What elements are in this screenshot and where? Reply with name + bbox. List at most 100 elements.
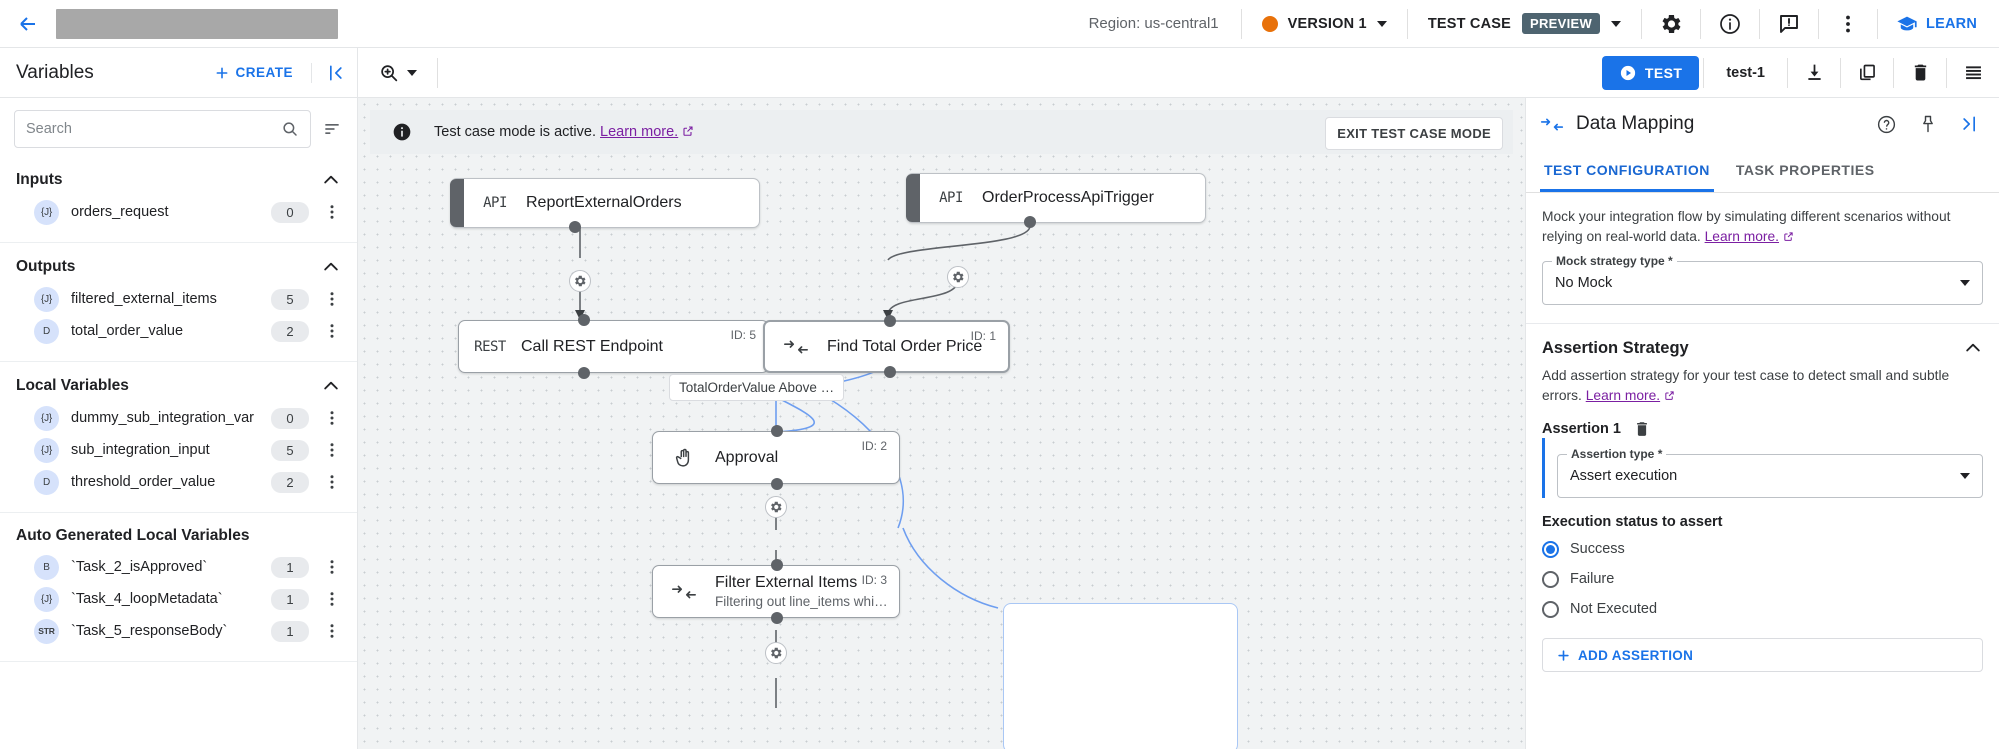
radio-success[interactable]: Success	[1542, 534, 1983, 564]
node-output-port[interactable]	[771, 612, 783, 624]
version-selector[interactable]: VERSION 1	[1242, 15, 1407, 32]
chevron-up-icon[interactable]	[321, 257, 341, 277]
edge-config-button[interactable]	[947, 266, 969, 288]
info-button[interactable]	[1701, 0, 1759, 48]
node-body: Find Total Order Price	[827, 338, 1008, 356]
section-header[interactable]: Outputs	[0, 243, 357, 283]
chevron-up-icon[interactable]	[321, 376, 341, 396]
node-input-port[interactable]	[771, 559, 783, 571]
node-call-rest-endpoint[interactable]: REST Call REST Endpoint ID: 5	[458, 314, 769, 379]
settings-button[interactable]	[1642, 0, 1700, 48]
node-report-external-orders[interactable]: API ReportExternalOrders	[450, 178, 760, 233]
mock-strategy-select[interactable]: Mock strategy type * No Mock	[1542, 254, 1983, 305]
node-approval[interactable]: Approval ID: 2	[652, 425, 900, 490]
radio-failure[interactable]: Failure	[1542, 564, 1983, 594]
row-menu-button[interactable]	[321, 322, 343, 340]
node-output-port[interactable]	[884, 366, 896, 378]
back-button[interactable]	[0, 12, 56, 36]
row-menu-button[interactable]	[321, 441, 343, 459]
row-menu-button[interactable]	[321, 590, 343, 608]
list-item[interactable]: {J} dummy_sub_integration_var 0	[0, 402, 357, 434]
duplicate-button[interactable]	[1841, 62, 1893, 83]
node-filter-external-items[interactable]: Filter External Items Filtering out line…	[652, 559, 900, 624]
copy-icon	[1859, 64, 1875, 81]
section-header[interactable]: Local Variables	[0, 362, 357, 402]
top-header: Region: us-central1 VERSION 1 TEST CASE …	[0, 0, 1999, 48]
expand-panel-button[interactable]	[1955, 114, 1985, 134]
edge-config-button[interactable]	[765, 496, 787, 518]
list-item[interactable]: D total_order_value 2	[0, 315, 357, 347]
search-input[interactable]	[26, 121, 273, 137]
more-vert-icon	[330, 324, 334, 338]
create-variable-button[interactable]: CREATE	[214, 65, 301, 81]
list-item[interactable]: D threshold_order_value 2	[0, 466, 357, 498]
list-item[interactable]: {J} orders_request 0	[0, 196, 357, 228]
divider	[1840, 57, 1841, 88]
integration-canvas[interactable]: Test case mode is active. Learn more. EX…	[358, 98, 1525, 749]
node-find-total-order-price[interactable]: Find Total Order Price ID: 1	[763, 315, 1010, 378]
radio-not-executed[interactable]: Not Executed	[1542, 594, 1983, 624]
search-box[interactable]	[14, 110, 311, 148]
test-logs-button[interactable]	[1947, 62, 1999, 83]
divider	[1893, 57, 1894, 88]
tab-task-properties[interactable]: TASK PROPERTIES	[1735, 162, 1875, 178]
feedback-button[interactable]	[1760, 0, 1818, 48]
edge-config-button[interactable]	[569, 270, 591, 292]
list-item[interactable]: {J} filtered_external_items 5	[0, 283, 357, 315]
create-label: CREATE	[235, 65, 293, 80]
list-item[interactable]: STR `Task_5_responseBody` 1	[0, 615, 357, 647]
add-assertion-button[interactable]: ADD ASSERTION	[1542, 638, 1983, 672]
node-input-port[interactable]	[884, 315, 896, 327]
node-output-port[interactable]	[771, 478, 783, 490]
help-button[interactable]	[1871, 114, 1901, 135]
mock-learn-more-link[interactable]: Learn more.	[1704, 229, 1779, 244]
more-options-button[interactable]	[1819, 0, 1877, 48]
test-case-name[interactable]: test-1	[1726, 64, 1765, 81]
tab-test-configuration[interactable]: TEST CONFIGURATION	[1540, 150, 1714, 192]
row-menu-button[interactable]	[321, 290, 343, 308]
chevron-up-icon[interactable]	[321, 170, 341, 190]
chevron-down-icon	[1376, 20, 1387, 27]
node-order-process-api-trigger[interactable]: API OrderProcessApiTrigger	[906, 173, 1206, 228]
test-case-selector[interactable]: TEST CASE PREVIEW	[1408, 13, 1641, 34]
delete-test-button[interactable]	[1894, 62, 1946, 83]
chevron-up-icon[interactable]	[1963, 338, 1983, 358]
banner-learn-more-link[interactable]: Learn more.	[600, 124, 679, 140]
type-badge: B	[34, 554, 59, 580]
row-menu-button[interactable]	[321, 203, 343, 221]
zoom-control[interactable]	[358, 48, 437, 97]
row-menu-button[interactable]	[321, 409, 343, 427]
node-output-port[interactable]	[578, 367, 590, 379]
pin-button[interactable]	[1913, 114, 1943, 134]
edge-config-button[interactable]	[765, 642, 787, 664]
row-menu-button[interactable]	[321, 622, 343, 640]
collapse-sidebar-button[interactable]	[311, 62, 357, 83]
node-subtitle: Filtering out line_items whi…	[715, 594, 888, 609]
node-output-port[interactable]	[569, 221, 581, 233]
learn-button[interactable]: LEARN	[1878, 13, 1999, 35]
row-menu-button[interactable]	[321, 473, 343, 491]
assertion-learn-more-link[interactable]: Learn more.	[1585, 388, 1661, 403]
assertion-type-select[interactable]: Assertion type * Assert execution	[1557, 447, 1983, 498]
download-button[interactable]	[1788, 62, 1840, 83]
exit-test-case-mode-button[interactable]: EXIT TEST CASE MODE	[1325, 117, 1503, 150]
section-header[interactable]: Auto Generated Local Variables	[0, 513, 357, 551]
assertion-section-header[interactable]: Assertion Strategy	[1526, 324, 1999, 358]
node-title: Find Total Order Price	[827, 337, 983, 355]
delete-assertion-button[interactable]	[1633, 420, 1651, 438]
run-test-button[interactable]: TEST	[1601, 55, 1700, 90]
section-header[interactable]: Inputs	[0, 156, 357, 196]
list-item[interactable]: {J} `Task_4_loopMetadata` 1	[0, 583, 357, 615]
node-output-port[interactable]	[1024, 216, 1036, 228]
list-item[interactable]: B `Task_2_isApproved` 1	[0, 551, 357, 583]
edge-condition-label[interactable]: TotalOrderValue Above …	[669, 374, 845, 401]
list-item[interactable]: {J} sub_integration_input 5	[0, 434, 357, 466]
divider	[437, 57, 438, 88]
node-partial-card[interactable]	[1003, 603, 1238, 749]
sort-button[interactable]	[321, 119, 343, 139]
row-menu-button[interactable]	[321, 558, 343, 576]
radio-button-icon	[1542, 540, 1559, 558]
node-input-port[interactable]	[771, 425, 783, 437]
more-vert-icon	[330, 475, 334, 489]
node-input-port[interactable]	[578, 314, 590, 326]
